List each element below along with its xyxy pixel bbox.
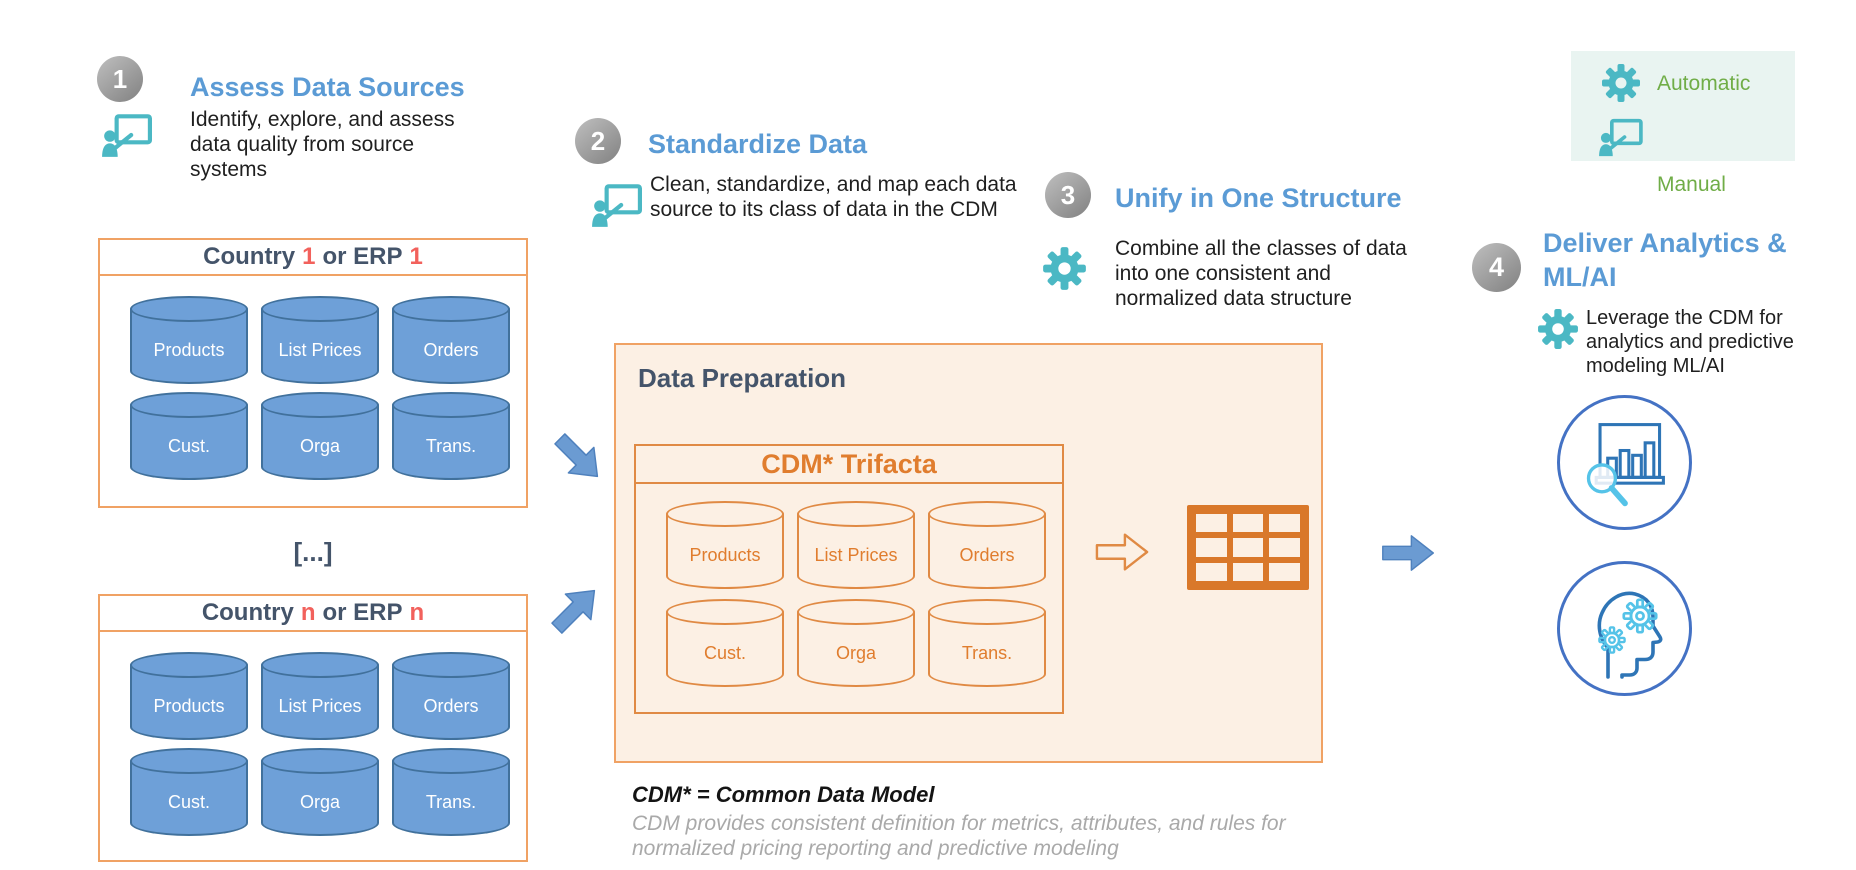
database-cylinder-icon: Products: [130, 652, 248, 740]
step-2-number-badge: 2: [575, 118, 621, 164]
source-box-header: Country 1 or ERP 1: [100, 240, 526, 276]
step-2-title: Standardize Data: [648, 129, 868, 159]
data-preparation-title: Data Preparation: [638, 363, 847, 393]
database-cylinder-icon: Trans.: [392, 392, 510, 480]
source-box-country-n: Country n or ERP n Products List Prices …: [98, 594, 528, 862]
step-2-description: Clean, standardize, and map each data so…: [650, 173, 1017, 222]
step-3-number-badge: 3: [1045, 172, 1091, 218]
header-highlight: 1: [302, 243, 316, 270]
header-middle: or ERP: [322, 243, 403, 270]
more-sources-ellipsis: [...]: [293, 537, 333, 567]
database-cylinder-icon: Orga: [261, 748, 379, 836]
cdm-note-line-1: CDM provides consistent definition for m…: [632, 812, 1286, 835]
data-preparation-panel: Data Preparation CDM* Trifacta Products …: [614, 343, 1323, 763]
table-grid-icon: [1187, 505, 1309, 590]
database-cylinder-icon: Orders: [392, 296, 510, 384]
header-prefix: Country: [203, 243, 296, 270]
cdm-note-line-2: normalized pricing reporting and predict…: [632, 836, 1119, 860]
database-cylinder-icon: List Prices: [261, 296, 379, 384]
gear-icon: [1043, 247, 1086, 290]
database-cylinder-icon: Orders: [392, 652, 510, 740]
step-4-description: Leverage the CDM for analytics and predi…: [1586, 307, 1794, 377]
gear-icon: [1598, 626, 1626, 654]
legend-box: Automatic Manual: [1571, 51, 1795, 196]
step-3-title: Unify in One Structure: [1115, 183, 1402, 213]
database-cylinder-icon: Cust.: [130, 392, 248, 480]
manual-presenter-icon: [1599, 118, 1643, 157]
database-cylinder-icon: Products: [130, 296, 248, 384]
step-1-number-badge: 1: [97, 56, 143, 102]
database-cylinder-icon: List Prices: [261, 652, 379, 740]
step-4-title: Deliver Analytics & ML/AI: [1543, 228, 1787, 292]
manual-presenter-icon: [102, 114, 152, 157]
source-box-header: Country n or ERP n: [100, 596, 526, 632]
analytics-chart-circle: [1557, 395, 1692, 530]
step-3-description: Combine all the classes of data into one…: [1115, 237, 1407, 311]
cdm-note: CDM provides consistent definition for m…: [632, 812, 1286, 862]
database-cylinder-icon: Products: [666, 501, 784, 589]
legend-manual-label: Manual: [1657, 173, 1726, 196]
cdm-trifacta-title: CDM* Trifacta: [636, 446, 1062, 484]
step-1-description: Identify, explore, and assess data quali…: [190, 108, 455, 182]
database-cylinder-icon: Orders: [928, 501, 1046, 589]
header-highlight: n: [409, 599, 425, 626]
header-highlight: n: [300, 599, 316, 626]
source-box-country-1: Country 1 or ERP 1 Products List Prices …: [98, 238, 528, 508]
database-cylinder-icon: Orga: [797, 599, 915, 687]
database-cylinder-icon: Orga: [261, 392, 379, 480]
arrow-up-right-icon: [535, 568, 617, 650]
ml-ai-head-circle: [1557, 561, 1692, 696]
cdm-trifacta-box: CDM* Trifacta Products List Prices Order…: [634, 444, 1064, 714]
header-prefix: Country: [201, 599, 294, 626]
arrow-right-icon: [1382, 535, 1434, 571]
ml-head-gears-icon: [1597, 591, 1662, 679]
database-cylinder-icon: Cust.: [666, 599, 784, 687]
arrow-down-right-icon: [538, 417, 620, 499]
database-cylinder-icon: Cust.: [130, 748, 248, 836]
gear-icon: [1602, 64, 1640, 102]
cdm-definition: CDM* = Common Data Model: [632, 782, 935, 807]
manual-presenter-icon: [592, 184, 642, 227]
header-highlight: 1: [409, 243, 423, 270]
database-cylinder-icon: Trans.: [392, 748, 510, 836]
legend-automatic-label: Automatic: [1657, 72, 1751, 95]
step-4-number-badge: 4: [1472, 243, 1521, 292]
database-cylinder-icon: Trans.: [928, 599, 1046, 687]
arrow-right-outline-icon: [1095, 533, 1149, 571]
step-1-title: Assess Data Sources: [190, 72, 465, 102]
header-middle: or ERP: [322, 599, 403, 626]
database-cylinder-icon: List Prices: [797, 501, 915, 589]
gear-icon: [1622, 598, 1658, 634]
gear-icon: [1538, 309, 1578, 349]
analytics-magnifier-icon: [1586, 422, 1665, 506]
